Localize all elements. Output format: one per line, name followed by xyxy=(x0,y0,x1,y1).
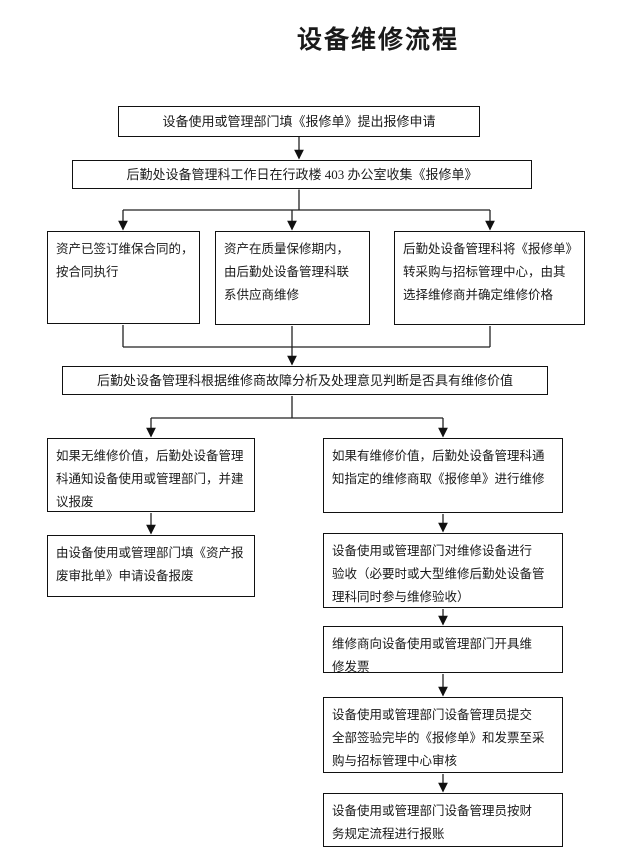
flow-node-acceptance-check: 设备使用或管理部门对维修设备进行 验收（必要时或大型维修后勤处设备管 理科同时参… xyxy=(323,533,563,608)
flow-node-submit-request: 设备使用或管理部门填《报修单》提出报修申请 xyxy=(118,106,480,137)
flow-node-acceptance-check-label: 设备使用或管理部门对维修设备进行 验收（必要时或大型维修后勤处设备管 理科同时参… xyxy=(332,544,545,604)
flow-node-submit-for-review-label: 设备使用或管理部门设备管理员提交 全部签验完毕的《报修单》和发票至采 购与招标管… xyxy=(332,708,545,768)
page-title: 设备维修流程 xyxy=(297,27,460,54)
flow-node-scrap-application: 由设备使用或管理部门填《资产报 废审批单》申请设备报废 xyxy=(47,535,255,597)
flow-node-transfer-to-procurement: 后勤处设备管理科将《报修单》 转采购与招标管理中心，由其 选择维修商并确定维修价… xyxy=(394,231,585,325)
flow-node-transfer-to-procurement-label: 后勤处设备管理科将《报修单》 转采购与招标管理中心，由其 选择维修商并确定维修价… xyxy=(403,242,579,302)
flow-node-reimbursement: 设备使用或管理部门设备管理员按财 务规定流程进行报账 xyxy=(323,793,563,847)
flow-node-maintenance-contract: 资产已签订维保合同的， 按合同执行 xyxy=(47,231,200,324)
flow-node-scrap-application-label: 由设备使用或管理部门填《资产报 废审批单》申请设备报废 xyxy=(56,546,244,583)
flow-node-no-repair-value: 如果无维修价值，后勤处设备管理 科通知设备使用或管理部门，并建 议报废 xyxy=(47,438,255,512)
flow-node-collect-forms: 后勤处设备管理科工作日在行政楼 403 办公室收集《报修单》 xyxy=(72,160,532,189)
flow-node-judge-repair-value: 后勤处设备管理科根据维修商故障分析及处理意见判断是否具有维修价值 xyxy=(62,366,548,395)
flow-node-no-repair-value-label: 如果无维修价值，后勤处设备管理 科通知设备使用或管理部门，并建 议报废 xyxy=(56,449,244,509)
flow-node-reimbursement-label: 设备使用或管理部门设备管理员按财 务规定流程进行报账 xyxy=(332,804,533,841)
flow-node-has-repair-value: 如果有维修价值，后勤处设备管理科通 知指定的维修商取《报修单》进行维修 xyxy=(323,438,563,513)
flow-node-submit-for-review: 设备使用或管理部门设备管理员提交 全部签验完毕的《报修单》和发票至采 购与招标管… xyxy=(323,697,563,773)
flow-node-maintenance-contract-label: 资产已签订维保合同的， 按合同执行 xyxy=(56,242,194,279)
flow-node-issue-invoice: 维修商向设备使用或管理部门开具维 修发票 xyxy=(323,626,563,674)
flow-node-has-repair-value-label: 如果有维修价值，后勤处设备管理科通 知指定的维修商取《报修单》进行维修 xyxy=(332,449,545,486)
flow-node-warranty-period-label: 资产在质量保修期内， 由后勤处设备管理科联 系供应商维修 xyxy=(224,242,350,302)
flow-node-submit-request-label: 设备使用或管理部门填《报修单》提出报修申请 xyxy=(162,113,436,129)
flow-node-collect-forms-label: 后勤处设备管理科工作日在行政楼 403 办公室收集《报修单》 xyxy=(126,166,478,182)
flow-node-warranty-period: 资产在质量保修期内， 由后勤处设备管理科联 系供应商维修 xyxy=(215,231,370,325)
flow-node-judge-repair-value-label: 后勤处设备管理科根据维修商故障分析及处理意见判断是否具有维修价值 xyxy=(96,372,513,388)
flow-node-issue-invoice-label: 维修商向设备使用或管理部门开具维 修发票 xyxy=(332,637,533,674)
